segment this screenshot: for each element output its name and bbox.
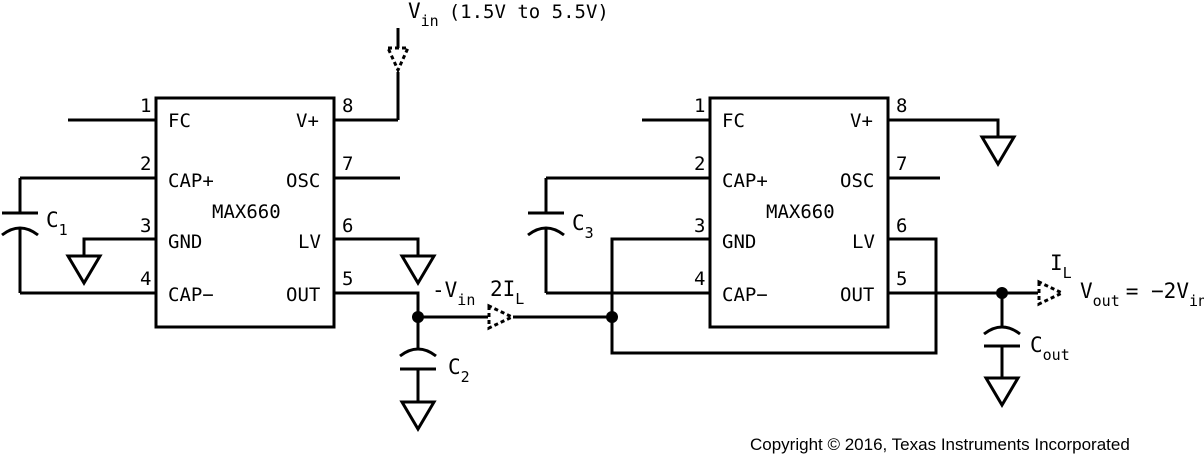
chip2-body (708, 96, 890, 329)
mid-node: -Vin 2IL (412, 277, 618, 331)
c2-label: C2 (448, 355, 470, 386)
chip1-pin8-number: 8 (342, 95, 353, 117)
chip1-pin7-number: 7 (342, 153, 353, 175)
cout-label: Cout (1030, 333, 1070, 364)
chip1-pin1-name: FC (168, 110, 191, 132)
current-il-label: IL (1050, 251, 1072, 282)
c1-bottom-plate (1, 226, 39, 237)
chip2-pin4-name: CAP− (722, 284, 768, 306)
mid-node-label: -Vin (432, 278, 475, 309)
chip2-name: MAX660 (766, 201, 835, 223)
chip1-pin1-number: 1 (140, 95, 151, 117)
chip1-pin3-wire (82, 237, 156, 256)
chip1-pin6-number: 6 (342, 215, 353, 237)
chip1-pin6-name: LV (298, 231, 321, 253)
chip1: MAX660 1 FC 2 CAP+ 3 GND 4 CAP− 8 V+ 7 O… (20, 95, 437, 329)
vout-label: Vout= −2Vin (1080, 279, 1204, 310)
chip1-pin2-name: CAP+ (168, 170, 214, 192)
chip2-pin2-number: 2 (694, 153, 705, 175)
output-node: IL Vout= −2Vin (996, 251, 1204, 310)
chip2-pin2-name: CAP+ (722, 170, 768, 192)
chip1-gnd-icon (65, 254, 103, 286)
chip2-pin5-number: 5 (896, 268, 907, 290)
chip1-pin7-name: OSC (286, 170, 320, 192)
chip2-pin6-name: LV (852, 231, 875, 253)
chip1-lv-gnd-icon (399, 254, 437, 286)
chip2-pin3-number: 3 (694, 215, 705, 237)
copyright-notice: Copyright © 2016, Texas Instruments Inco… (750, 435, 1130, 454)
chip1-pin3-name: GND (168, 231, 202, 253)
c2-top-plate (399, 347, 437, 358)
cout-gnd-icon (983, 376, 1021, 408)
chip2-pin5-name: OUT (840, 284, 874, 306)
cout-top-plate (983, 325, 1021, 336)
capacitor-c3: C3 (527, 178, 594, 293)
c3-label: C3 (572, 211, 594, 242)
vin-label: Vin(1.5V to 5.5V) (408, 0, 609, 30)
chip2-pin4-number: 4 (694, 268, 705, 290)
chip2-pin6-number: 6 (896, 215, 907, 237)
chip2-pin8-name: V+ (850, 110, 873, 132)
chip1-pin3-number: 3 (140, 215, 151, 237)
current-2il-label: 2IL (490, 277, 524, 308)
chip2-pin3-name: GND (722, 231, 756, 253)
chip1-pin5-wire (334, 291, 420, 317)
chip2-pin1-number: 1 (694, 95, 705, 117)
chip1-pin5-number: 5 (342, 268, 353, 290)
chip2-pin7-name: OSC (840, 170, 874, 192)
chip2-vplus-gnd-icon (979, 135, 1017, 167)
chip1-pin4-name: CAP− (168, 284, 214, 306)
capacitor-cout: Cout (983, 293, 1070, 408)
c2-gnd-icon (399, 400, 437, 432)
chip1-pin6-wire (334, 237, 420, 256)
c1-label: C1 (46, 208, 68, 239)
chip1-pin5-name: OUT (286, 284, 320, 306)
capacitor-c1: C1 (1, 178, 68, 293)
capacitor-c2: C2 (399, 317, 470, 432)
chip1-body (154, 96, 336, 329)
chip2-pin1-name: FC (722, 110, 745, 132)
chip2-pin8-number: 8 (896, 95, 907, 117)
c3-bottom-plate (527, 226, 565, 237)
chip2: MAX660 1 FC 2 CAP+ 3 GND 4 CAP− 8 V+ 7 O… (546, 95, 1038, 355)
chip1-name: MAX660 (212, 201, 281, 223)
current-il-arrow-icon (1037, 279, 1066, 307)
chip1-pin4-number: 4 (140, 268, 151, 290)
chip2-pin8-wire (888, 118, 1000, 137)
current-2il-arrow-icon (487, 303, 516, 331)
chip1-pin8-name: V+ (296, 110, 319, 132)
vin-arrow-icon (385, 46, 411, 74)
vin-input: Vin(1.5V to 5.5V) (385, 0, 609, 120)
chip1-pin2-number: 2 (140, 153, 151, 175)
chip2-pin7-number: 7 (896, 153, 907, 175)
chip2-gnd-lv-loop-wire (610, 237, 938, 355)
